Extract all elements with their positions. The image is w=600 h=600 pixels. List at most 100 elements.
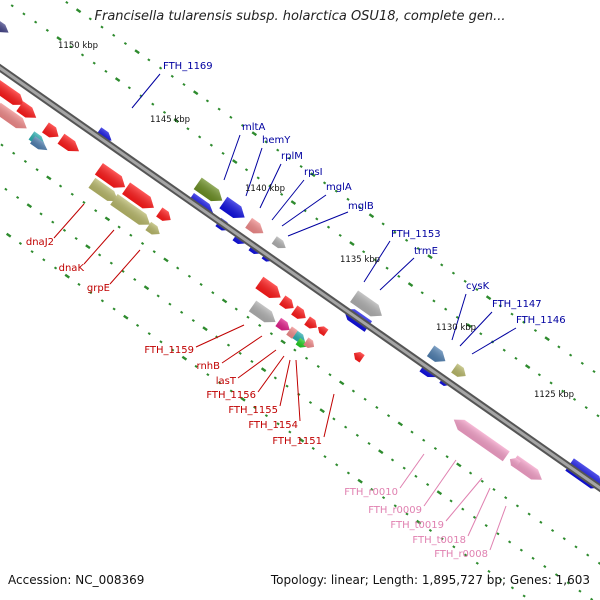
scale-label: 1135 kbp — [340, 255, 380, 265]
tick-mark — [104, 216, 111, 222]
tick-mark — [202, 326, 208, 332]
tick-mark — [194, 364, 198, 368]
tick-mark — [504, 496, 508, 500]
tick-mark — [117, 225, 121, 229]
tick-mark — [596, 414, 600, 418]
tick-mark — [293, 348, 297, 352]
leader-line — [223, 134, 241, 181]
tick-mark — [566, 581, 570, 585]
tick-mark — [436, 490, 443, 496]
gene-arrow — [248, 300, 276, 323]
tick-mark — [246, 315, 250, 319]
tick-mark — [5, 232, 12, 238]
accession-text: Accession: NC_008369 — [8, 573, 145, 587]
leader-line — [423, 459, 457, 507]
gene-arrow — [0, 79, 24, 105]
tick-mark — [45, 28, 49, 32]
tick-mark — [362, 250, 366, 254]
tick-mark — [98, 253, 102, 257]
tick-mark — [522, 320, 526, 324]
tick-mark — [156, 294, 160, 298]
tick-mark — [519, 548, 523, 552]
gene-arrow — [279, 295, 294, 309]
tick-mark — [287, 156, 292, 160]
tick-mark — [537, 373, 541, 377]
tick-mark — [316, 364, 320, 369]
tick-mark — [64, 273, 70, 279]
tick-mark — [592, 369, 596, 374]
tick-mark — [449, 499, 453, 503]
tick-mark — [290, 200, 297, 205]
tick-mark — [543, 564, 547, 569]
leader-line — [271, 179, 305, 221]
tick-mark — [206, 373, 210, 377]
tick-mark — [533, 328, 538, 333]
tick-mark — [56, 36, 62, 41]
tick-mark — [510, 312, 514, 316]
tick-mark — [100, 299, 105, 303]
tick-mark — [472, 515, 477, 519]
genome-backbone — [0, 63, 600, 493]
scale-label: 1125 kbp — [534, 390, 574, 400]
gene-arrow — [275, 317, 290, 331]
tick-mark — [531, 556, 535, 560]
tick-mark — [176, 266, 180, 270]
tick-mark — [221, 298, 228, 304]
tick-mark — [232, 159, 238, 164]
tick-mark — [549, 381, 553, 385]
gene-arrow — [245, 217, 264, 234]
tick-mark — [147, 58, 151, 62]
leader-line — [295, 359, 301, 422]
tick-mark — [515, 504, 520, 508]
tick-mark — [112, 307, 116, 311]
tick-mark — [308, 400, 313, 405]
tick-mark — [444, 307, 448, 311]
tick-mark — [346, 197, 350, 201]
tick-mark — [69, 45, 73, 49]
leader-line — [281, 194, 327, 227]
tick-mark — [251, 131, 258, 137]
gene-label-bottom: dnaJ2 — [26, 237, 54, 248]
gene-labels: FTH_1169mltAhemYrplMrpsImglAmglBFTH_1153… — [26, 61, 566, 560]
gene-label-bottom: FTH_1151 — [272, 436, 322, 447]
tick-mark — [159, 340, 163, 344]
tick-mark — [12, 151, 16, 155]
tick-mark — [276, 422, 280, 426]
tick-mark — [147, 332, 151, 336]
tick-mark — [368, 213, 375, 219]
gene-arrow — [0, 102, 27, 129]
tick-mark — [226, 343, 231, 347]
tick-mark — [381, 222, 385, 226]
tick-mark — [209, 143, 213, 147]
scale-label: 1145 kbp — [150, 115, 190, 125]
tick-mark — [510, 586, 515, 590]
leader-line — [259, 163, 282, 209]
tick-mark — [461, 507, 465, 511]
tick-mark — [502, 348, 506, 352]
tick-mark — [133, 277, 137, 282]
tick-mark — [524, 364, 531, 369]
tick-mark — [18, 241, 22, 245]
tick-mark — [182, 82, 186, 87]
gene-arrow — [193, 177, 223, 202]
leader-line — [323, 393, 335, 438]
leader-line — [83, 229, 115, 265]
tick-mark — [62, 228, 67, 232]
tick-mark — [70, 192, 74, 196]
leader-line — [471, 327, 517, 355]
tick-mark — [578, 589, 582, 593]
gene-arrow — [426, 345, 446, 362]
gene-arrow — [295, 337, 307, 348]
tick-mark — [39, 212, 43, 216]
gene-arrow — [451, 363, 466, 377]
leader-line — [195, 324, 245, 348]
tick-mark — [499, 578, 503, 582]
tick-mark — [65, 0, 69, 5]
tick-mark — [234, 307, 238, 311]
tick-mark — [82, 200, 86, 204]
tick-mark — [258, 323, 262, 328]
tick-mark — [260, 367, 267, 373]
tick-mark — [4, 187, 8, 191]
